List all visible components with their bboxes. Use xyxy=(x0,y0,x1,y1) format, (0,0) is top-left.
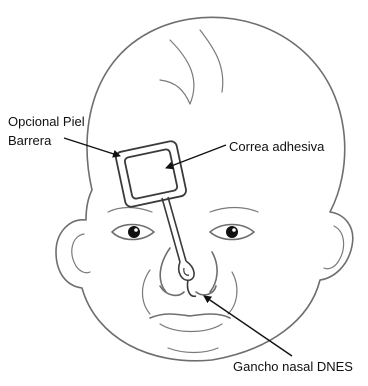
label-barrier-line1: Opcional Piel xyxy=(8,113,85,130)
label-barrier-line2: Barrera xyxy=(8,132,51,149)
cheek-fold-right xyxy=(228,272,237,314)
left-eyebrow xyxy=(108,208,152,213)
left-eye xyxy=(112,225,154,240)
label-adhesive-strap: Correa adhesiva xyxy=(229,138,324,155)
cheek-fold-left xyxy=(143,270,151,314)
head-outline xyxy=(56,17,353,360)
hair-line xyxy=(200,30,223,92)
pointer-barrier xyxy=(64,138,120,156)
mouth xyxy=(150,314,230,318)
right-eyebrow xyxy=(210,208,258,213)
left-ear xyxy=(72,234,90,273)
hair-line xyxy=(160,80,190,104)
right-eye xyxy=(210,225,254,240)
pointer-strap xyxy=(166,145,226,168)
mouth-lower xyxy=(160,324,222,332)
chin xyxy=(168,348,218,353)
nasal-hook-stem xyxy=(162,197,196,296)
label-nasal-hook: Gancho nasal DNES xyxy=(233,358,353,375)
nasal-hook-tip xyxy=(187,280,196,296)
nose xyxy=(160,248,170,292)
hair-line xyxy=(170,40,194,104)
right-ear xyxy=(324,226,344,269)
adhesive-strap-device xyxy=(115,140,187,208)
